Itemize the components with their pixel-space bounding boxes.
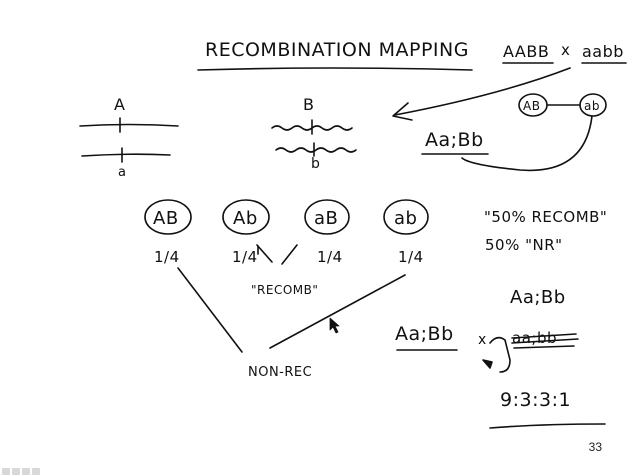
strike-line-3 (513, 345, 575, 349)
recomb-pointer-left (256, 244, 273, 263)
gamete-ab-recomb-circle (222, 199, 270, 235)
cross-times-symbol: x (561, 41, 570, 59)
player-controls (2, 468, 40, 475)
recomb-percent-label: "50% RECOMB" (484, 208, 607, 226)
gene-b-top-label: B (303, 95, 314, 114)
gene-a-top-label: A (114, 95, 125, 114)
gamete-ab-fraction: 1/4 (154, 248, 180, 266)
previous-slide-button[interactable] (2, 468, 10, 475)
pen-tool-button[interactable] (22, 468, 30, 475)
gamete-ab-recomb-label: Ab (233, 208, 258, 229)
parent-b-genotype: aabb (582, 42, 624, 61)
page-number: 33 (588, 440, 602, 454)
next-slide-button[interactable] (32, 468, 40, 475)
testcross-hook (489, 336, 511, 373)
gamete-ab-recomb-fraction: 1/4 (232, 248, 258, 266)
gamete-ab-nr-label: ab (394, 208, 417, 229)
gamete-ab-label: AB (153, 208, 179, 229)
chromosome-a-upper (79, 123, 179, 127)
chromosome-b-lower (275, 147, 357, 153)
strike-line-2 (511, 338, 579, 344)
gamete-circle-ab-lower-label: ab (584, 99, 600, 113)
gamete-ab-recomb2-fraction: 1/4 (317, 248, 343, 266)
recomb-pointer-right (281, 244, 298, 265)
strike-line-1 (511, 333, 577, 339)
cursor-pen-icon (482, 359, 493, 369)
slide-menu-button[interactable] (12, 468, 20, 475)
title-underline (197, 67, 473, 71)
nr-percent-label: 50% "NR" (485, 236, 563, 254)
gamete-circle-ab-lower (579, 93, 607, 117)
testcross-left: Aa;Bb (395, 323, 454, 345)
non-rec-line-right (269, 274, 406, 349)
gamete-circle-ab-upper-label: AB (523, 99, 540, 113)
testcross-right-top: Aa;Bb (510, 287, 566, 308)
slide-title: RECOMBINATION MAPPING (205, 39, 469, 61)
gamete-ab-recomb2-label: aB (314, 208, 338, 229)
non-rec-label: NON-REC (248, 365, 312, 380)
chromosome-a-lower (81, 153, 171, 157)
ratio-underline (489, 423, 606, 429)
f1-genotype: Aa;Bb (425, 129, 484, 151)
testcross-times-symbol: x (478, 332, 487, 348)
gamete-ab-nr-circle (383, 199, 429, 235)
gene-a-bottom-label: a (118, 165, 126, 180)
gamete-ab-circle (144, 199, 192, 235)
parent-a-genotype: AABB (503, 42, 549, 61)
mouse-pointer-icon (329, 317, 340, 334)
ratio-label: 9:3:3:1 (500, 389, 571, 411)
fusion-loop (461, 115, 593, 172)
cross-arrow-head (392, 102, 413, 121)
gamete-ab-nr-fraction: 1/4 (398, 248, 424, 266)
cross-arrow-shaft (394, 67, 571, 116)
non-rec-line-left (177, 267, 243, 353)
gamete-ab-recomb2-circle (304, 199, 350, 235)
recomb-label: "RECOMB" (251, 283, 318, 297)
player-bar (0, 466, 640, 476)
gene-b-bottom-label: b (311, 156, 320, 172)
